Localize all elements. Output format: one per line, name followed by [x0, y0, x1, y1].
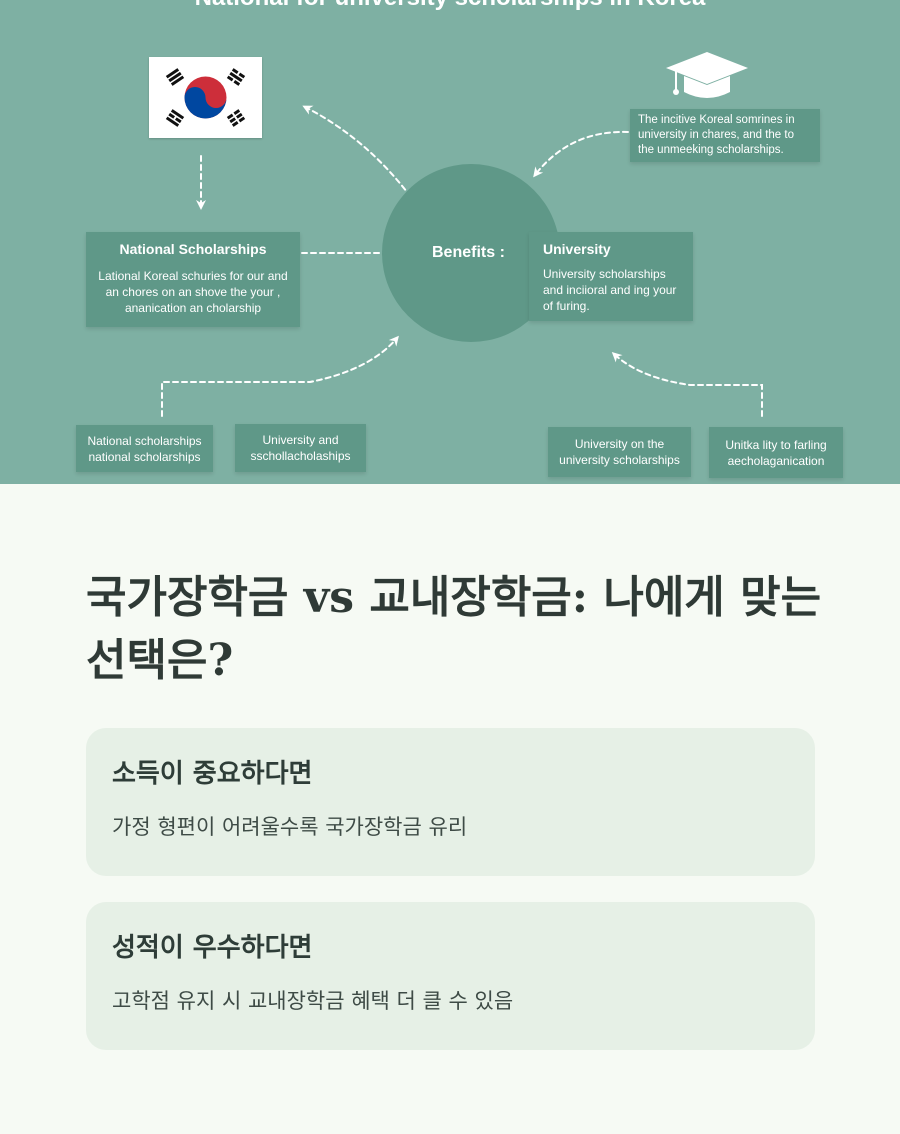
income-card: 소득이 중요하다면 가정 형편이 어려울수록 국가장학금 유리	[86, 728, 815, 876]
bottom-box-university-on-text: University on the university scholarship…	[559, 437, 680, 467]
scholarship-infographic: National for university scholarships in …	[0, 0, 900, 484]
infographic-title: National for university scholarships in …	[0, 0, 900, 12]
university-title: University	[543, 241, 611, 257]
bottom-box-university-on: University on the university scholarship…	[548, 427, 691, 477]
bottom-box-unitka-text: Unitka lity to farling aecholaganication	[725, 437, 827, 468]
grades-card: 성적이 우수하다면 고학점 유지 시 교내장학금 혜택 더 클 수 있음	[86, 902, 815, 1050]
university-box: University University scholarships and i…	[529, 232, 693, 321]
bottom-box-national-text: National scholarships national scholarsh…	[87, 433, 202, 464]
top-right-info-box: The incitive Koreal somrines in universi…	[630, 109, 820, 162]
arrow-topright-to-circle	[533, 130, 629, 178]
bottom-box-unitka: Unitka lity to farling aecholaganication	[709, 427, 843, 478]
arrow-circle-to-top	[302, 105, 417, 205]
bottom-box-university-and: University and sschollacholaships	[235, 424, 366, 472]
arrow-bottomleft-to-circle	[161, 335, 399, 417]
grades-card-body: 고학점 유지 시 교내장학금 혜택 더 클 수 있음	[112, 989, 514, 1013]
graduation-cap-icon	[662, 50, 752, 110]
university-text: University scholarships and inciioral an…	[543, 267, 677, 313]
bottom-box-university-and-text: University and sschollacholaships	[250, 433, 351, 463]
national-scholarships-box: National Scholarships Lational Koreal sc…	[86, 232, 300, 327]
income-card-body: 가정 형편이 어려울수록 국가장학금 유리	[112, 815, 468, 839]
south-korea-flag-icon	[149, 57, 262, 138]
national-scholarships-title: National Scholarships	[119, 241, 267, 257]
income-card-title: 소득이 중요하다면	[112, 759, 313, 789]
benefits-label: Benefits :	[432, 244, 505, 261]
national-scholarships-text: Lational Koreal schuries for our and an …	[98, 269, 288, 315]
bottom-box-national: National scholarships national scholarsh…	[76, 425, 213, 472]
grades-card-title: 성적이 우수하다면	[112, 933, 313, 963]
article-headline: 국가장학금 vs 교내장학금: 나에게 맞는 선택은?	[86, 572, 822, 686]
dashed-arrows	[161, 105, 763, 417]
top-right-info-text: The incitive Koreal somrines in universi…	[638, 114, 795, 156]
arrow-bottomright-to-circle	[611, 351, 763, 417]
